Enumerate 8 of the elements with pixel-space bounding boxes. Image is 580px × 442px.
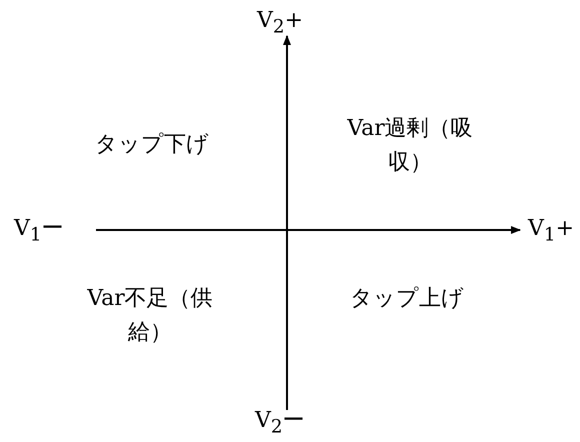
quadrant-label: Var過剰（吸収）	[346, 115, 474, 177]
quadrant-label: Var不足（供給）	[86, 285, 214, 347]
axis-label: V$_{2}$+	[257, 7, 303, 40]
axis-label: V$_{1}$+	[528, 215, 574, 248]
quadrant-label: タップ下げ	[95, 131, 209, 159]
axis-label: V$_{1}$ー	[14, 215, 64, 248]
axis-label: V$_{2}$ー	[255, 407, 305, 440]
quadrant-label: タップ上げ	[350, 285, 464, 313]
